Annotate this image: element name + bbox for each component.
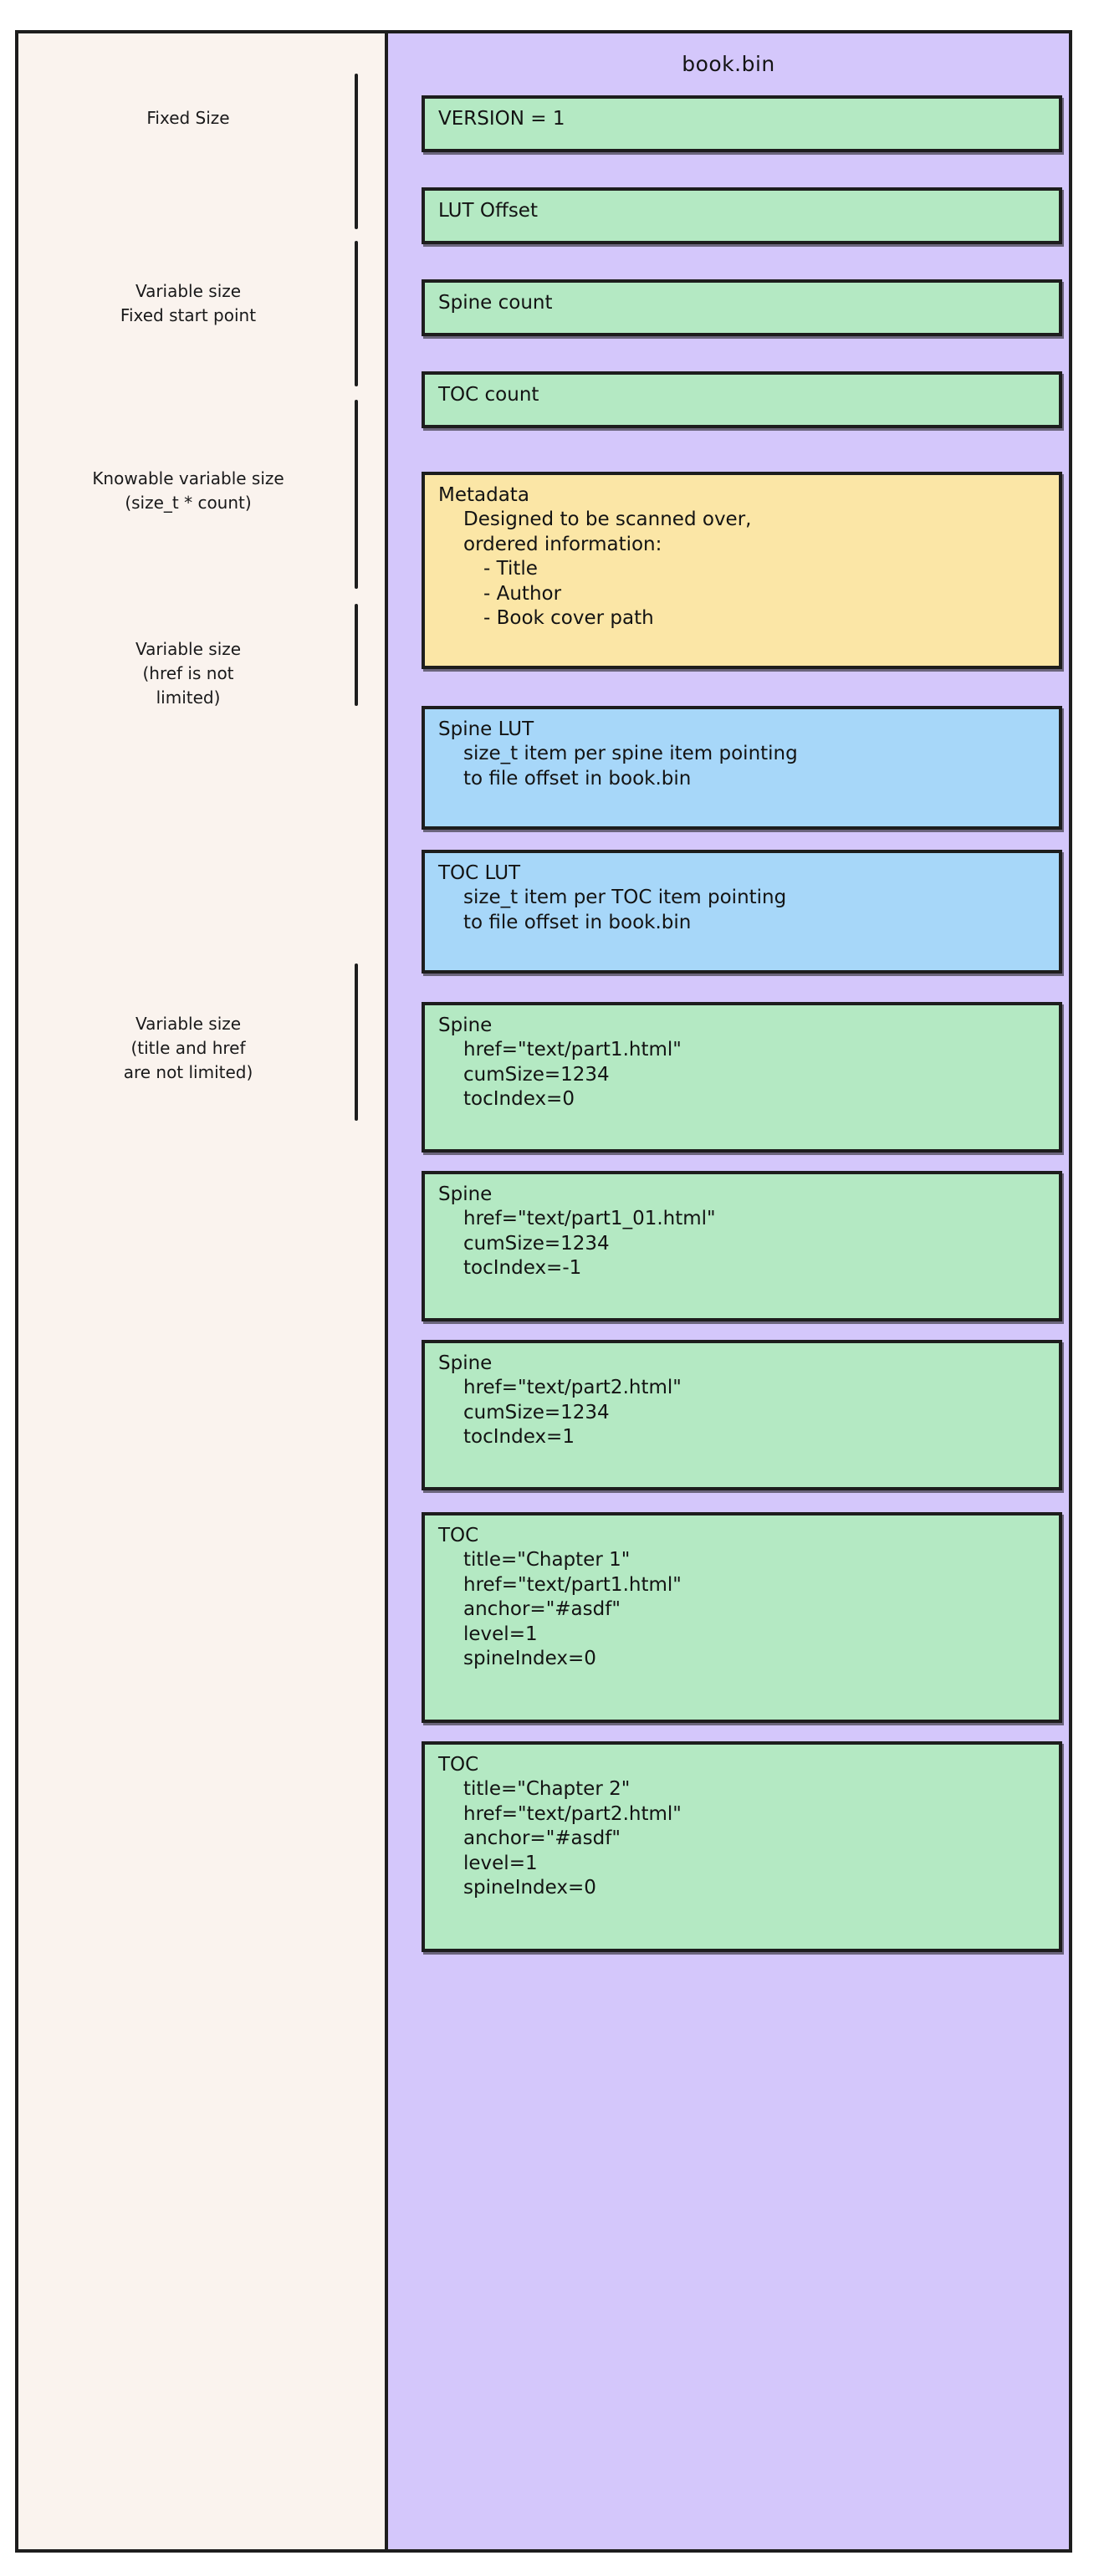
block-line: size_t item per spine item pointing (463, 743, 798, 765)
file-panel: book.bin VERSION = 1 LUT Offset Spine co… (385, 30, 1072, 2553)
block-metadata: Metadata Designed to be scanned over, or… (422, 472, 1062, 669)
block-line: anchor="#asdf" (463, 1827, 621, 1850)
note-line: Knowable variable size (92, 468, 284, 488)
note-line: (size_t * count) (125, 493, 252, 513)
block-toc-count: TOC count (422, 371, 1062, 428)
block-line: href="text/part1.html" (463, 1573, 682, 1596)
block-version: VERSION = 1 (422, 95, 1062, 152)
note-line: limited) (156, 687, 221, 708)
note-line: (href is not (142, 663, 234, 683)
block-spine-lut: Spine LUT size_t item per spine item poi… (422, 706, 1062, 830)
block-heading: Spine count (438, 292, 553, 314)
block-heading: Spine (438, 1015, 493, 1036)
block-line: cumSize=1234 (463, 1063, 610, 1086)
note-fixed-size: Fixed Size (50, 106, 326, 130)
file-title: book.bin (682, 52, 775, 76)
block-line: title="Chapter 1" (463, 1549, 631, 1572)
block-line: to file offset in book.bin (463, 767, 692, 790)
note-variable-fixed-start: Variable size Fixed start point (50, 279, 326, 328)
note-line: (title and href (130, 1038, 246, 1058)
bracket-knowable-variable (355, 400, 358, 589)
block-heading: TOC (438, 1754, 479, 1776)
block-line: href="text/part1_01.html" (463, 1208, 716, 1230)
block-lut-offset: LUT Offset (422, 187, 1062, 244)
bracket-variable-href (355, 604, 358, 706)
block-line: to file offset in book.bin (463, 911, 692, 933)
block-line: cumSize=1234 (463, 1232, 610, 1255)
bracket-variable-fixed-start (355, 241, 358, 386)
block-line: level=1 (463, 1852, 538, 1874)
block-line: href="text/part1.html" (463, 1039, 682, 1061)
block-heading: TOC count (438, 384, 539, 406)
block-heading: TOC (438, 1525, 479, 1546)
block-line: size_t item per TOC item pointing (463, 887, 787, 909)
block-heading: VERSION = 1 (438, 108, 565, 130)
block-heading: TOC LUT (438, 862, 521, 884)
block-toc-2: TOC title="Chapter 2" href="text/part2.h… (422, 1741, 1062, 1952)
note-knowable-variable: Knowable variable size (size_t * count) (50, 467, 326, 515)
block-spine-3: Spine href="text/part2.html" cumSize=123… (422, 1340, 1062, 1490)
note-line: Variable size (135, 639, 242, 659)
note-variable-href: Variable size (href is not limited) (50, 637, 326, 710)
block-line: ordered information: (463, 533, 662, 555)
bracket-fixed-size (355, 74, 358, 229)
note-variable-title-href: Variable size (title and href are not li… (50, 1012, 326, 1085)
block-line: anchor="#asdf" (463, 1598, 621, 1621)
note-line: are not limited) (123, 1062, 253, 1082)
block-spine-count: Spine count (422, 279, 1062, 336)
block-line: spineIndex=0 (463, 1877, 596, 1899)
block-heading: LUT Offset (438, 200, 538, 222)
block-line: title="Chapter 2" (463, 1778, 631, 1801)
block-line: - Book cover path (483, 607, 654, 630)
block-heading: Spine (438, 1183, 493, 1205)
block-line: tocIndex=-1 (463, 1257, 582, 1280)
note-line: Fixed start point (120, 305, 257, 325)
block-line: spineIndex=0 (463, 1648, 596, 1670)
block-line: tocIndex=1 (463, 1426, 575, 1449)
block-line: href="text/part2.html" (463, 1802, 682, 1825)
note-line: Fixed Size (146, 108, 230, 128)
block-toc-lut: TOC LUT size_t item per TOC item pointin… (422, 850, 1062, 974)
block-heading: Spine LUT (438, 718, 534, 740)
bracket-variable-title-href (355, 963, 358, 1121)
block-spine-1: Spine href="text/part1.html" cumSize=123… (422, 1002, 1062, 1153)
block-spine-2: Spine href="text/part1_01.html" cumSize=… (422, 1171, 1062, 1321)
block-heading: Spine (438, 1352, 493, 1374)
block-line: tocIndex=0 (463, 1088, 575, 1111)
block-line: - Title (483, 558, 538, 580)
block-line: - Author (483, 582, 562, 605)
block-line: Designed to be scanned over, (463, 509, 752, 531)
block-line: cumSize=1234 (463, 1401, 610, 1423)
block-toc-1: TOC title="Chapter 1" href="text/part1.h… (422, 1512, 1062, 1723)
note-line: Variable size (135, 281, 242, 301)
block-heading: Metadata (438, 484, 529, 506)
note-line: Variable size (135, 1014, 242, 1034)
block-line: href="text/part2.html" (463, 1377, 682, 1399)
block-line: level=1 (463, 1623, 538, 1645)
